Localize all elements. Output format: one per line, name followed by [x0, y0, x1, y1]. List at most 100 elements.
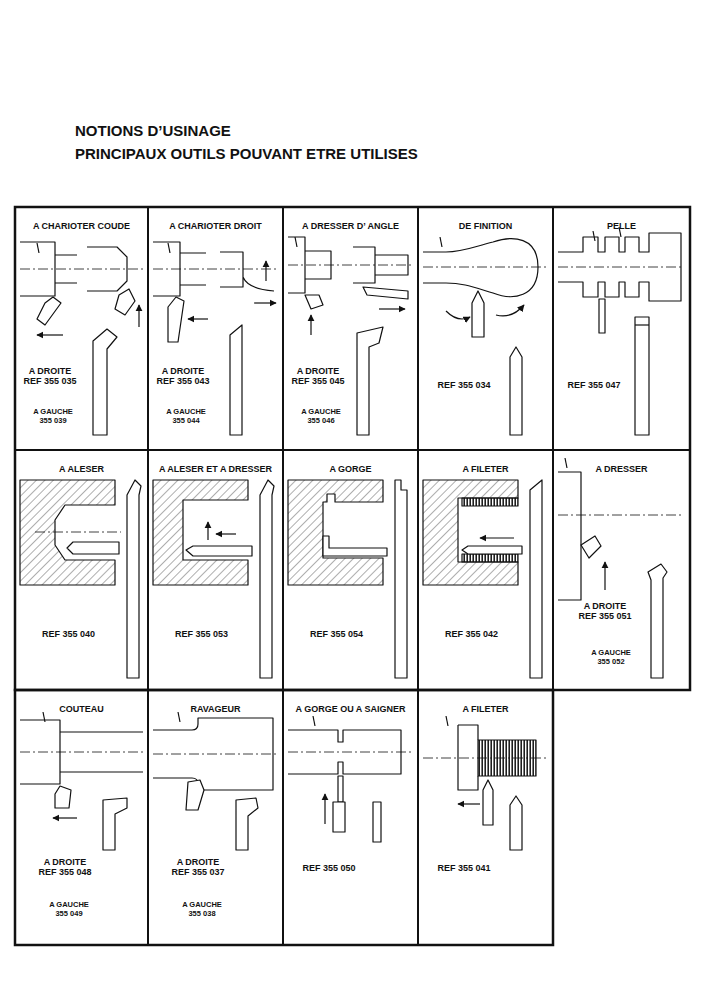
tool-cell: RAVAGEURA DROITE REF 355 037A GAUCHE 355…: [148, 690, 283, 945]
grooving-sketch: [288, 480, 407, 678]
threading-sketch: [462, 554, 518, 562]
boring-sketch: [20, 480, 115, 585]
turning-sketch: [186, 780, 204, 810]
boring-sketch: [260, 480, 274, 678]
boring-sketch: [216, 533, 236, 534]
reference-number: A DROITE REF 355 051: [576, 601, 634, 622]
text-slot: A DRESSER D’ ANGLE: [284, 215, 417, 233]
grooving-sketch: [635, 324, 649, 325]
turning-sketch: [168, 243, 170, 253]
turning-sketch: [153, 269, 276, 270]
reference-number: REF 355 040: [21, 629, 116, 639]
threading-sketch: [458, 725, 478, 790]
text-slot: A FILETER: [419, 458, 552, 476]
facing-sketch: [363, 287, 408, 299]
reference-number: REF 355 034: [424, 380, 504, 390]
threading-sketch: [423, 716, 546, 850]
profile-sketch: [423, 239, 538, 297]
text-slot: REF 355 034: [424, 380, 504, 390]
grooving-sketch: [558, 233, 681, 301]
text-slot: COUTEAU: [16, 698, 147, 716]
tool-cell: COUTEAU A DROITE REF 355 048 A GAUCHE 355 …: [15, 690, 148, 945]
reference-number: A GAUCHE 355 049: [44, 901, 94, 918]
turning-sketch: [220, 252, 274, 291]
grooving-sketch: [558, 267, 683, 268]
tool-cell: A FILETER REF 355 042: [418, 450, 553, 690]
tool-name: A DRESSER: [595, 464, 647, 474]
grooving-sketch: [558, 227, 683, 435]
turning-sketch: [138, 305, 139, 327]
grooving-sketch: [599, 299, 605, 333]
grooving-sketch: [288, 480, 383, 585]
turning-sketch: [37, 243, 39, 253]
turning-sketch: [37, 334, 63, 335]
text-slot: REF 355 042: [424, 629, 519, 639]
grooving-sketch: [635, 317, 649, 435]
tool-cell: A DRESSER D’ ANGLEA DROITE REF 355 045A …: [283, 207, 418, 450]
turning-sketch: [153, 242, 206, 296]
facing-sketch: [310, 315, 311, 335]
turning-sketch: [188, 318, 208, 319]
page-subtitle: PRINCIPAUX OUTILS POUVANT ETRE UTILISES: [75, 145, 418, 162]
turning-sketch: [20, 242, 143, 435]
tool-name: A ALESER: [59, 464, 104, 474]
turning-sketch: [87, 247, 127, 291]
facing-sketch: [288, 265, 411, 266]
boring-sketch: [207, 522, 208, 540]
threading-sketch: [530, 480, 542, 678]
text-slot: A DROITE REF 355 043: [154, 366, 212, 387]
text-slot: PELLE: [554, 215, 689, 233]
reference-number: REF 355 053: [154, 629, 249, 639]
reference-number: A DROITE REF 355 048: [36, 857, 94, 878]
table-frame: [15, 207, 690, 945]
parting-sketch: [333, 802, 345, 832]
boring-sketch: [153, 480, 274, 678]
text-slot: A CHARIOTER COUDE: [16, 215, 147, 233]
turning-sketch: [93, 329, 117, 435]
reference-number: A DROITE REF 355 035: [21, 366, 79, 387]
turning-sketch: [55, 786, 71, 808]
tool-name: A GORGE: [329, 464, 371, 474]
facing-sketch: [604, 562, 605, 590]
tool-cell: A ALESER ET A DRESSERREF 355 053: [148, 450, 283, 690]
tool-cell: DE FINITION REF 355 034: [418, 207, 553, 450]
profile-sketch: [440, 237, 442, 247]
threading-sketch: [480, 537, 514, 538]
parting-sketch: [373, 802, 381, 842]
text-slot: A DROITE REF 355 051: [576, 601, 634, 622]
tool-cell: A GORGE OU A SAIGNERREF 355 050: [283, 690, 418, 945]
boring-sketch: [186, 546, 252, 556]
reference-number: REF 355 047: [559, 380, 629, 390]
tool-name: A FILETER: [462, 464, 508, 474]
turning-sketch: [265, 261, 266, 281]
reference-number: A GAUCHE 355 039: [28, 408, 78, 425]
turning-sketch: [103, 798, 127, 850]
facing-sketch: [648, 564, 667, 678]
text-slot: DE FINITION: [419, 215, 552, 233]
tool-cell: A GORGE REF 355 054: [283, 450, 418, 690]
profile-sketch: [423, 237, 546, 435]
tool-name: A CHARIOTER DROIT: [169, 221, 262, 231]
text-slot: REF 355 041: [424, 863, 504, 873]
tool-name: A FILETER: [462, 704, 508, 714]
page-title: NOTIONS D’USINAGE: [75, 122, 231, 139]
text-slot: A GAUCHE 355 049: [44, 901, 94, 918]
profile-sketch: [446, 311, 470, 319]
threading-sketch: [462, 546, 522, 554]
tool-illustrations: [20, 227, 683, 850]
reference-number: A GAUCHE 355 038: [177, 901, 227, 918]
grooving-sketch: [593, 231, 595, 241]
facing-sketch: [295, 237, 297, 247]
facing-sketch: [379, 308, 405, 309]
text-slot: REF 355 054: [289, 629, 384, 639]
text-slot: A GAUCHE 355 039: [28, 408, 78, 425]
turning-sketch: [20, 242, 77, 296]
boring-sketch: [153, 480, 248, 585]
reference-number: REF 355 042: [424, 629, 519, 639]
reference-number: A GAUCHE 355 046: [296, 408, 346, 425]
reference-number: REF 355 054: [289, 629, 384, 639]
facing-sketch: [558, 515, 681, 516]
text-slot: A GAUCHE 355 038: [177, 901, 227, 918]
boring-sketch: [35, 532, 121, 533]
